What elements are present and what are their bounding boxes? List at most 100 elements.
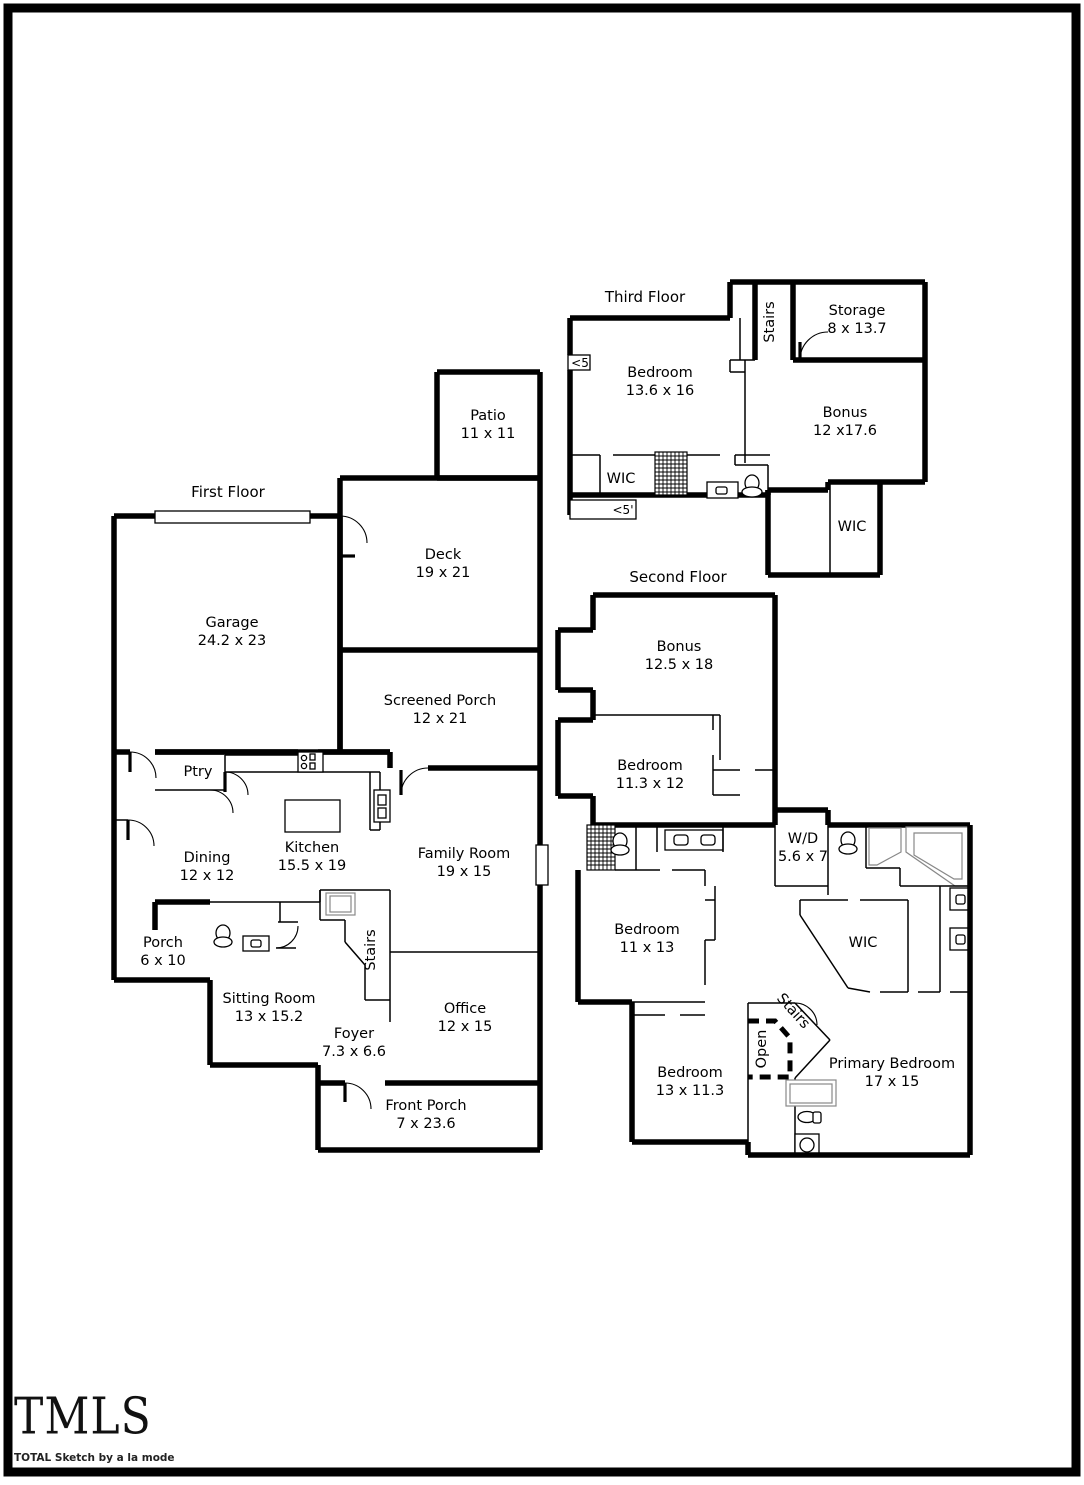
ptry-door-arc2	[209, 789, 234, 814]
f2-hall-toilet-bowl	[610, 844, 630, 856]
f2-wd-name: W/D	[788, 831, 818, 847]
f2-stair-diag-b	[794, 1039, 831, 1079]
f2-primary-lower-tub-inner	[789, 1083, 833, 1104]
frontporch-dim: 7 x 23.6	[396, 1116, 455, 1132]
f2-bed2-name: Bedroom	[614, 922, 680, 938]
f1-powder-door-arc	[275, 925, 299, 949]
cooktop-burner-1	[300, 754, 308, 762]
f2-bed1-name: Bedroom	[617, 758, 683, 774]
f2-primary-dim: 17 x 15	[865, 1074, 920, 1090]
sitting-dim: 13 x 15.2	[235, 1009, 304, 1025]
garage-door	[154, 510, 311, 524]
f3-toilet-bowl	[741, 486, 763, 498]
f2-wd-dim: 5.6 x 7	[778, 849, 828, 865]
kitchen-appliance-b	[377, 807, 387, 819]
foyer-dim: 7.3 x 6.6	[322, 1044, 386, 1060]
f2-primary-shower	[868, 827, 902, 866]
porch-dim: 6 x 10	[140, 953, 185, 969]
second-floor-title: Second Floor	[629, 568, 727, 586]
f2-bed1-dim: 11.3 x 12	[616, 776, 685, 792]
f2-open-outline	[748, 1018, 793, 1080]
kitchen-name: Kitchen	[285, 840, 340, 856]
dining-name: Dining	[184, 850, 231, 866]
f3-lt5-tag-box2	[569, 499, 637, 520]
f3-bedroom-dim: 13.6 x 16	[626, 383, 695, 399]
garage-name: Garage	[205, 615, 258, 631]
porch-door-arc	[127, 819, 155, 847]
dining-dim: 12 x 12	[180, 868, 235, 884]
foyer-name: Foyer	[334, 1026, 374, 1042]
f3-lt5-tag-b: <5'	[613, 503, 634, 517]
deck-name: Deck	[425, 547, 462, 563]
ptry-door-arc	[224, 771, 249, 796]
tmls-logo: TMLS	[14, 1387, 152, 1447]
f2-bonus-dim: 12.5 x 18	[645, 657, 714, 673]
kitchen-island	[284, 799, 341, 833]
f2-primary-name: Primary Bedroom	[829, 1056, 955, 1072]
f2-bed2-dim: 11 x 13	[620, 940, 675, 956]
f3-sink-basin	[715, 486, 728, 495]
f1-toilet-bowl	[213, 936, 233, 948]
cooktop-burner-3	[309, 753, 316, 761]
f2-wic-diag	[799, 914, 849, 989]
f2-wic-label: WIC	[849, 935, 878, 951]
patio-name: Patio	[470, 408, 506, 424]
cooktop-burner-4	[309, 762, 316, 770]
f3-bonus-name: Bonus	[823, 405, 868, 421]
cooktop-burner-2	[300, 762, 308, 770]
f2-primary-basin-1	[955, 894, 966, 905]
f2-primary-toilet-bowl	[838, 843, 858, 855]
screened-dim: 12 x 21	[413, 711, 468, 727]
third-floor-plan: Third Floor <5 Bedroom 13.6 x 16 Storage	[567, 279, 928, 578]
patio-dim: 11 x 11	[461, 426, 516, 442]
third-floor-title: Third Floor	[604, 288, 686, 306]
office-dim: 12 x 15	[438, 1019, 493, 1035]
sitting-name: Sitting Room	[223, 991, 316, 1007]
f2-wic-door-arc	[794, 1002, 818, 1026]
front-door-arc	[344, 1082, 372, 1110]
f1-stairs-label: Stairs	[363, 929, 379, 970]
f3-storage-dim: 8 x 13.7	[827, 321, 886, 337]
garage-door-arc	[129, 751, 157, 779]
f2-primary-lower-basin	[799, 1137, 815, 1153]
screened-door-arc	[400, 767, 429, 796]
deck-door-arc	[339, 515, 368, 544]
family-dim: 19 x 15	[437, 864, 492, 880]
first-floor-title: First Floor	[191, 483, 265, 501]
garage-dim: 24.2 x 23	[198, 633, 267, 649]
brand-block: TMLS TOTAL Sketch by a la mode	[14, 1387, 334, 1464]
ptry-name: Ptry	[184, 764, 213, 780]
f2-vanity-basin-1	[673, 834, 689, 846]
f3-bedroom-name: Bedroom	[627, 365, 693, 381]
f2-stair-diag-a	[794, 1002, 831, 1041]
f2-open-label: Open	[754, 1030, 770, 1069]
f2-stairs-label: Stairs	[773, 991, 813, 1032]
f3-bonus-dim: 12 x17.6	[813, 423, 877, 439]
f3-stairs-label: Stairs	[762, 301, 778, 342]
f2-primary-lower-toilet-tank	[812, 1111, 822, 1124]
page-border	[3, 3, 1081, 1477]
f3-wic-left-label: WIC	[607, 471, 636, 487]
f3-lt5-tag-a: <5	[571, 356, 589, 370]
kitchen-appliance-a	[377, 794, 387, 806]
first-floor-plan: First Floor Patio 11 x 11 Deck 19 x 21	[111, 369, 549, 1153]
f2-bonus-name: Bonus	[657, 639, 702, 655]
f3-lt5-tag-box	[567, 354, 591, 371]
f3-storage-name: Storage	[829, 303, 886, 319]
f1-understair-fixture-inner	[329, 895, 352, 913]
f2-vanity-basin-2	[700, 834, 716, 846]
family-window	[535, 844, 549, 886]
kitchen-dim: 15.5 x 19	[278, 858, 347, 874]
f2-wic-bottom-a	[847, 987, 871, 993]
f2-primary-tub-inner	[913, 832, 963, 880]
f1-sink-basin	[250, 939, 262, 948]
family-name: Family Room	[418, 846, 511, 862]
second-floor-plan: Second Floor Bonus 12.5 x 18 Bedroom	[555, 568, 973, 1158]
porch-name: Porch	[143, 935, 183, 951]
f2-bed3-dim: 13 x 11.3	[656, 1083, 725, 1099]
deck-dim: 19 x 21	[416, 565, 471, 581]
f3-wic-right-label: WIC	[838, 519, 867, 535]
f2-shower-hatch	[586, 824, 616, 871]
